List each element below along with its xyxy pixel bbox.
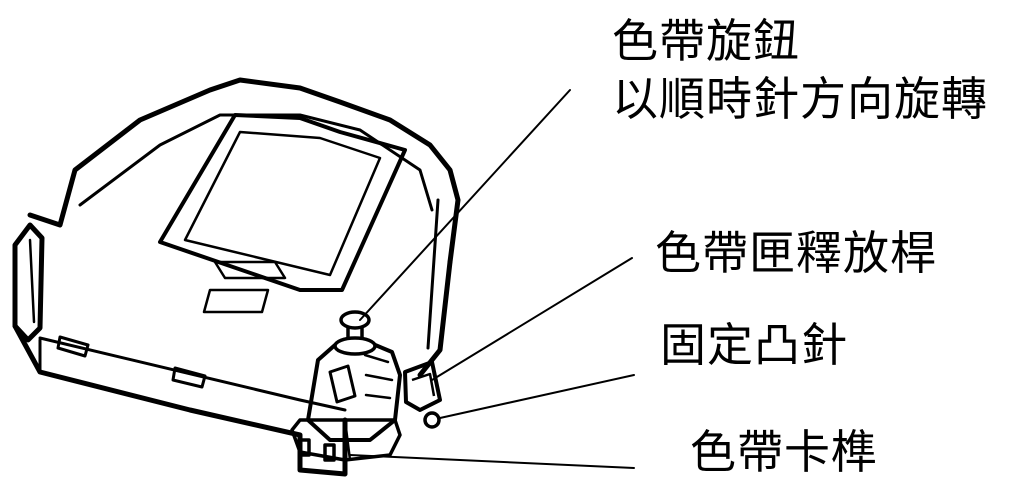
- right-side-frame: [417, 259, 453, 378]
- fixing-pin-leader-line: [439, 374, 635, 419]
- cartridge-front-edge: [38, 336, 347, 412]
- right-side-upright: [426, 198, 440, 350]
- window-slot: [213, 260, 287, 280]
- latch-edge: [343, 419, 352, 461]
- left-bracket-inner: [28, 238, 36, 324]
- ribbon-knob-cap: [339, 310, 371, 330]
- left-bracket: [12, 222, 45, 343]
- knob-leader-line: [359, 89, 571, 321]
- cartridge-inner-arch: [78, 113, 434, 212]
- release-lever-label: 色帶匣釋放桿: [655, 226, 937, 280]
- front-tab-right: [171, 366, 207, 389]
- release-lever-inner: [411, 372, 436, 397]
- fixing-pin: [423, 411, 441, 429]
- ribbon-knob-label: 色帶旋鈕: [612, 14, 800, 68]
- latch-leader-line: [349, 454, 635, 469]
- knob-gear-detail: [363, 353, 394, 400]
- center-window-inner: [183, 130, 382, 277]
- latch-slot-right: [323, 443, 336, 462]
- knob-housing: [306, 340, 402, 442]
- ribbon-latch-label: 色帶卡榫: [690, 425, 878, 479]
- ribbon-knob-instruction-label: 以順時針方向旋轉: [612, 72, 988, 126]
- window-plate: [202, 288, 270, 314]
- release-lever-leader-line: [431, 257, 633, 381]
- release-lever: [403, 360, 442, 412]
- center-window-frame: [158, 113, 407, 292]
- latch-slot-left: [298, 438, 311, 457]
- front-tab-left: [56, 335, 90, 358]
- ribbon-knob-base: [333, 336, 377, 356]
- fixing-pin-label: 固定凸針: [660, 318, 848, 372]
- knob-housing-slot: [328, 364, 357, 404]
- cartridge-top-arch: [27, 77, 461, 265]
